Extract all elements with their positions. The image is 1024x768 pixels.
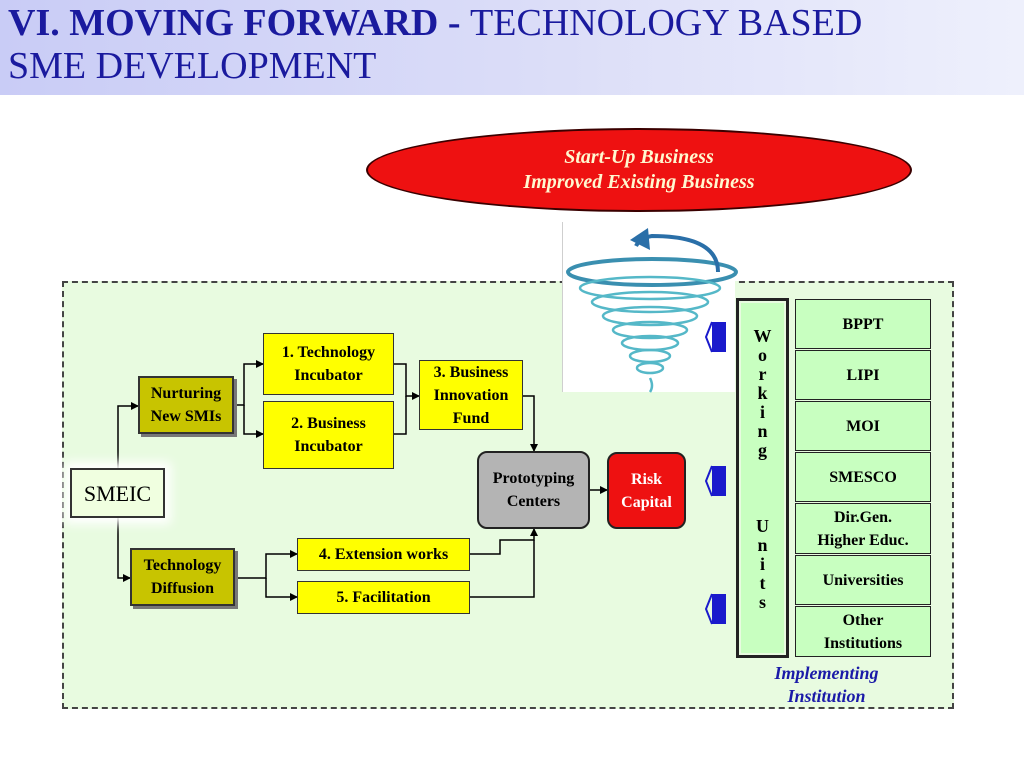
working-letter: g: [758, 440, 767, 460]
implementing-line2: Institution: [787, 686, 866, 706]
institution-lipi: LIPI: [795, 350, 931, 400]
outcome-line2: Improved Existing Business: [523, 171, 755, 193]
diffusion-line1: Technology: [143, 557, 222, 574]
line-facilitation-prototyping: [470, 540, 535, 598]
nurturing-box: Nurturing New SMIs: [138, 376, 234, 434]
risk-capital-line1: Risk: [630, 470, 663, 488]
institution-line2: Higher Educ.: [817, 531, 909, 549]
smeic-box: SMEIC: [70, 468, 165, 518]
diffusion-box: Technology Diffusion: [130, 548, 235, 606]
nurturing-line2: New SMIs: [150, 408, 222, 425]
tech-incubator-line2: Incubator: [294, 367, 363, 384]
diffusion-line2: Diffusion: [150, 580, 215, 597]
working-letter: n: [757, 535, 768, 555]
nurturing-line1: Nurturing: [150, 385, 222, 402]
arrow-smeic-nurturing: [117, 402, 139, 468]
institution-line1: Other: [842, 611, 884, 629]
innovation-fund-line1: 3. Business: [433, 363, 509, 381]
working-letter: k: [757, 383, 768, 403]
title-rest: TECHNOLOGY BASED: [470, 2, 863, 44]
risk-capital-box: Risk Capital: [607, 452, 686, 529]
institution-other: Other Institutions: [795, 606, 931, 657]
tech-incubator-line1: 1. Technology: [281, 344, 376, 361]
outcome-ellipse: Start-Up Business Improved Existing Busi…: [366, 128, 912, 212]
innovation-fund-box: 3. Business Innovation Fund: [419, 360, 523, 430]
implementing-institution-caption: Implementing Institution: [735, 662, 918, 708]
working-letter: r: [758, 364, 767, 384]
prototyping-line2: Centers: [506, 493, 561, 510]
working-letter: U: [756, 516, 769, 536]
working-units-column: W o r k i n g U n i t s: [736, 298, 789, 658]
arrow-fund-prototyping: [523, 395, 538, 452]
institution-moi: MOI: [795, 401, 931, 451]
facilitation-box: 5. Facilitation: [297, 581, 470, 614]
institution-smesco: SMESCO: [795, 452, 931, 502]
risk-capital-line2: Capital: [621, 493, 672, 511]
working-letter: s: [758, 592, 766, 612]
arrow-diffusion-facilitation: [265, 578, 298, 601]
page-title: VI. MOVING FORWARD - TECHNOLOGY BASED SM…: [8, 2, 862, 88]
extension-label: 4. Extension works: [318, 546, 449, 563]
arrow-nurturing-incubator2: [243, 405, 264, 438]
innovation-fund-line3: Fund: [452, 409, 490, 427]
institution-line1: BPPT: [842, 315, 884, 333]
title-bold: VI. MOVING FORWARD -: [8, 2, 471, 44]
arrow-extension-prototyping: [470, 528, 538, 555]
institution-line2: Institutions: [823, 634, 903, 652]
business-incubator-box: 2. Business Incubator: [263, 401, 394, 469]
title-band: [0, 0, 1024, 95]
side-arrow-icon: [704, 321, 726, 625]
line-incubator2-fund: [394, 396, 407, 435]
business-incubator-line1: 2. Business: [291, 415, 366, 432]
smeic-label: SMEIC: [83, 480, 152, 506]
outcome-line1: Start-Up Business: [564, 146, 714, 168]
facilitation-label: 5. Facilitation: [336, 589, 431, 606]
institution-line1: Dir.Gen.: [833, 508, 893, 526]
arrow-smeic-diffusion: [117, 518, 131, 582]
institution-bppt: BPPT: [795, 299, 931, 349]
arrow-diffusion-extension: [235, 550, 298, 579]
working-letter: t: [759, 573, 766, 593]
institution-line1: LIPI: [846, 366, 880, 384]
tech-incubator-box: 1. Technology Incubator: [263, 333, 394, 395]
institution-line1: MOI: [846, 417, 880, 435]
institution-line1: SMESCO: [829, 468, 897, 486]
arrow-incubator1-fund: [394, 363, 420, 400]
extension-box: 4. Extension works: [297, 538, 470, 571]
arrow-nurturing-incubator1: [234, 360, 264, 406]
working-letter: o: [758, 345, 767, 365]
title-line2: SME DEVELOPMENT: [8, 45, 377, 87]
institution-dirgen: Dir.Gen. Higher Educ.: [795, 503, 931, 554]
working-letter: W: [753, 326, 772, 346]
prototyping-box: Prototyping Centers: [477, 451, 590, 529]
prototyping-line1: Prototyping: [492, 470, 575, 487]
working-letter: i: [759, 402, 765, 422]
working-letter: i: [759, 554, 765, 574]
institution-line1: Universities: [822, 571, 904, 589]
institution-universities: Universities: [795, 555, 931, 605]
innovation-fund-line2: Innovation: [433, 386, 509, 404]
implementing-line1: Implementing: [774, 663, 879, 683]
working-letter: n: [757, 421, 768, 441]
business-incubator-line2: Incubator: [294, 438, 363, 455]
